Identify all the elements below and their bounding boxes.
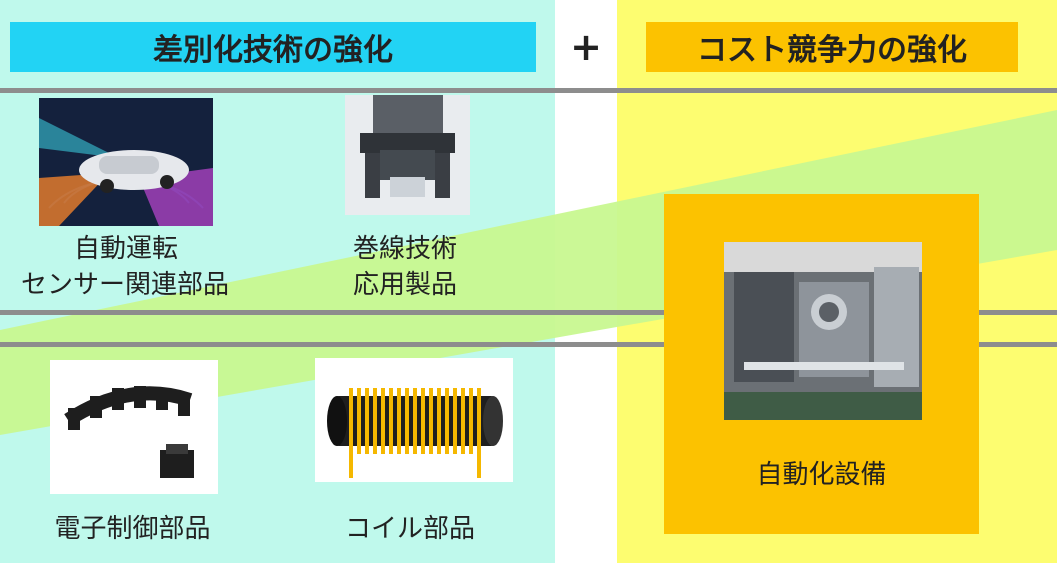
product-label-sensor-2: センサー関連部品 [0,268,250,302]
product-label-electronic: 電子制御部品 [54,514,211,544]
product-label-winding: 巻線技術 [305,232,505,266]
product-label-line: センサー関連部品 [20,270,229,300]
automation-label: 自動化設備 [756,460,887,490]
product-label-line: 自動運転 [73,234,178,264]
divider-line-lower [0,342,1057,347]
differentiation-title: 差別化技術の強化 [10,22,536,72]
coil-image [315,358,513,482]
winding-machine-image [345,95,470,215]
plus-sign: + [570,25,602,69]
divider-line-mid [0,310,1057,315]
divider-line-top [0,88,1057,93]
car-sensor-image [39,98,213,226]
product-label-coil: コイル部品 [344,514,475,544]
product-label-line: 巻線技術 [352,234,457,264]
cost-competitiveness-title: コスト競争力の強化 [646,22,1018,72]
factory-equipment-image [724,242,922,420]
product-label-winding-2: 応用製品 [305,268,505,302]
product-label-line: 応用製品 [352,270,457,300]
product-label-sensor: 自動運転 [20,232,232,266]
electronic-part-image [50,360,218,494]
